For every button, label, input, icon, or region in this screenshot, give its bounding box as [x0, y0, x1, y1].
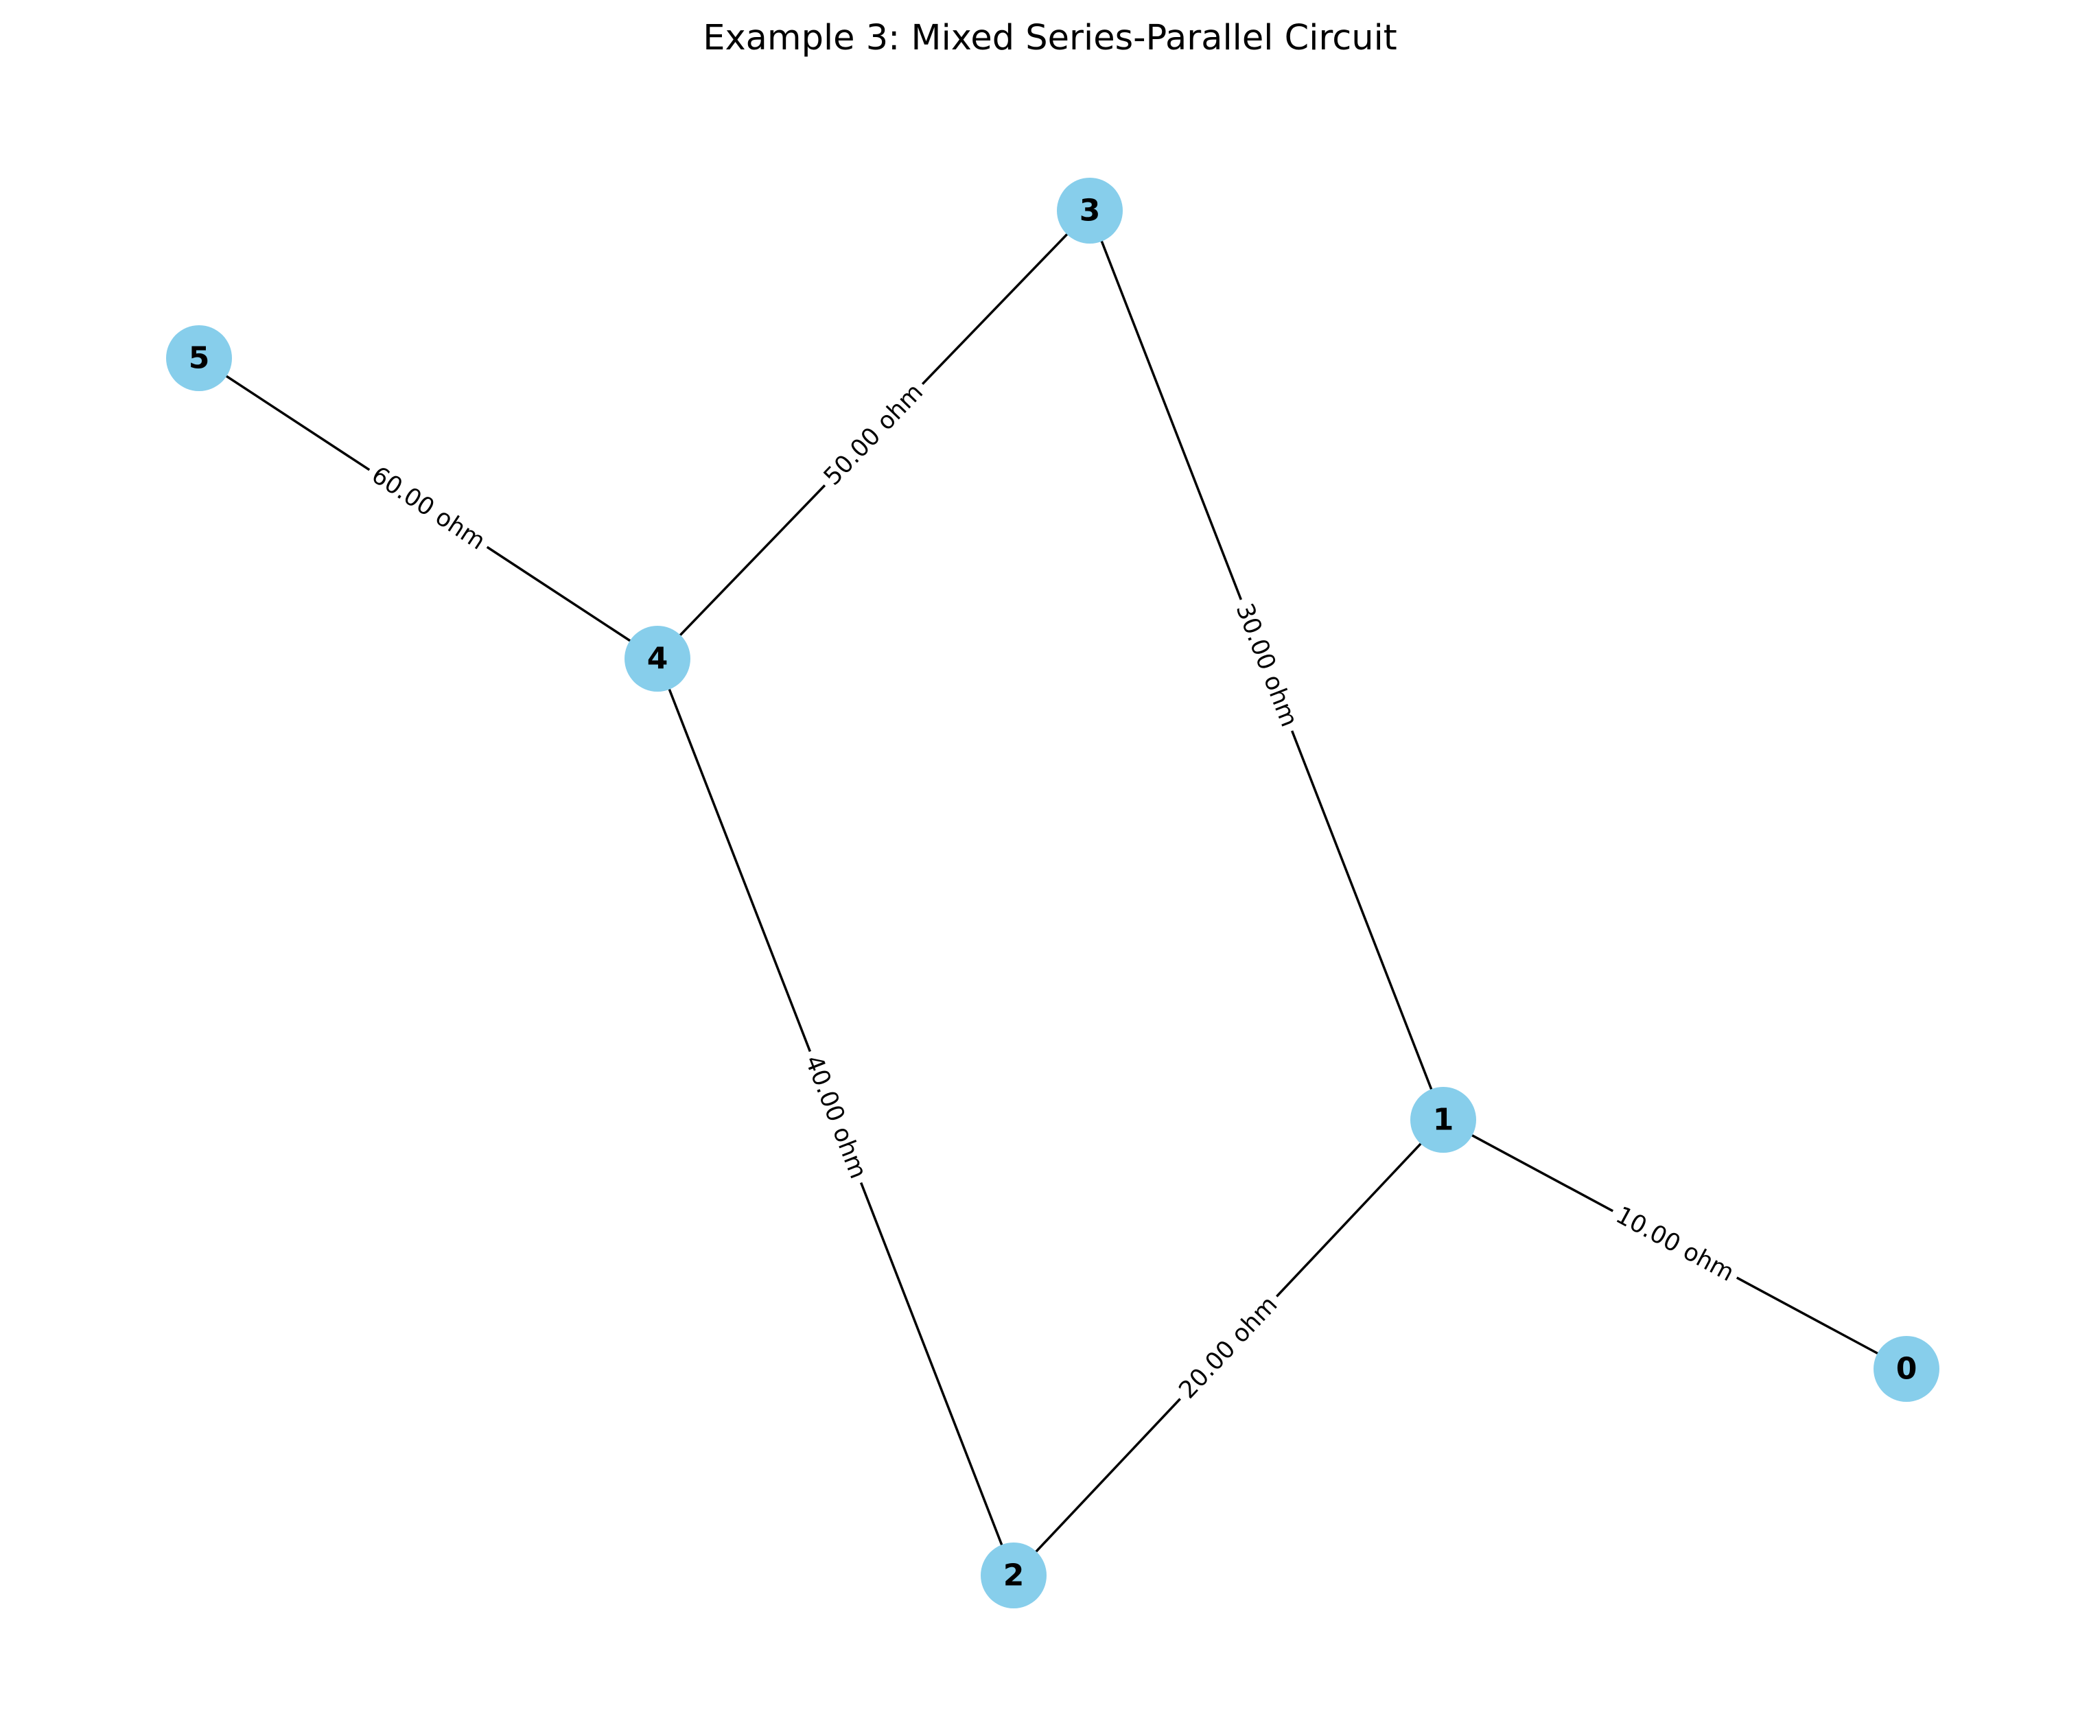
edge-label-background — [1169, 1286, 1288, 1409]
node-label: 0 — [1896, 1352, 1917, 1387]
edge-label-3-4: 50.00 ohm — [813, 373, 934, 496]
edge-label-0-1: 10.00 ohm — [1605, 1197, 1745, 1291]
edge-label-text: 20.00 ohm — [1174, 1291, 1283, 1405]
node-label: 5 — [189, 341, 210, 376]
edge-label-text: 10.00 ohm — [1611, 1201, 1738, 1287]
edge-label-background — [1605, 1197, 1745, 1291]
edge-label-text: 30.00 ohm — [1230, 600, 1303, 731]
edge-label-text: 50.00 ohm — [819, 379, 929, 491]
node-2: 2 — [981, 1543, 1047, 1608]
edge-label-text: 40.00 ohm — [800, 1052, 872, 1183]
edge-label-2-4: 40.00 ohm — [795, 1046, 876, 1188]
edge-label-1-2: 20.00 ohm — [1169, 1286, 1288, 1409]
node-label: 3 — [1080, 193, 1101, 228]
edge-labels-layer: 10.00 ohm 20.00 ohm 30.00 ohm 40.00 ohm 50.0… — [361, 373, 1745, 1409]
edge-label-4-5: 60.00 ohm — [361, 457, 495, 560]
edge-label-background — [813, 373, 934, 496]
node-circle — [166, 325, 232, 391]
node-3: 3 — [1057, 178, 1123, 244]
edge-label-text: 60.00 ohm — [366, 461, 490, 555]
node-label: 4 — [647, 642, 668, 677]
edge-label-background — [1226, 594, 1307, 737]
node-circle — [625, 626, 690, 692]
node-4: 4 — [625, 626, 690, 692]
edge-label-background — [795, 1046, 876, 1188]
edges-layer — [198, 209, 1907, 1577]
node-1: 1 — [1410, 1087, 1476, 1153]
node-circle — [981, 1543, 1047, 1608]
diagram-title: Example 3: Mixed Series-Parallel Circuit — [703, 18, 1397, 58]
node-circle — [1874, 1336, 1939, 1402]
node-5: 5 — [166, 325, 232, 391]
node-circle — [1057, 178, 1123, 244]
nodes-layer: 0 1 2 3 4 5 — [166, 178, 1939, 1608]
node-0: 0 — [1874, 1336, 1939, 1402]
edge-label-1-3: 30.00 ohm — [1226, 594, 1307, 737]
node-label: 2 — [1003, 1558, 1025, 1593]
node-label: 1 — [1433, 1103, 1454, 1138]
edge-label-background — [361, 457, 495, 560]
node-circle — [1410, 1087, 1476, 1153]
